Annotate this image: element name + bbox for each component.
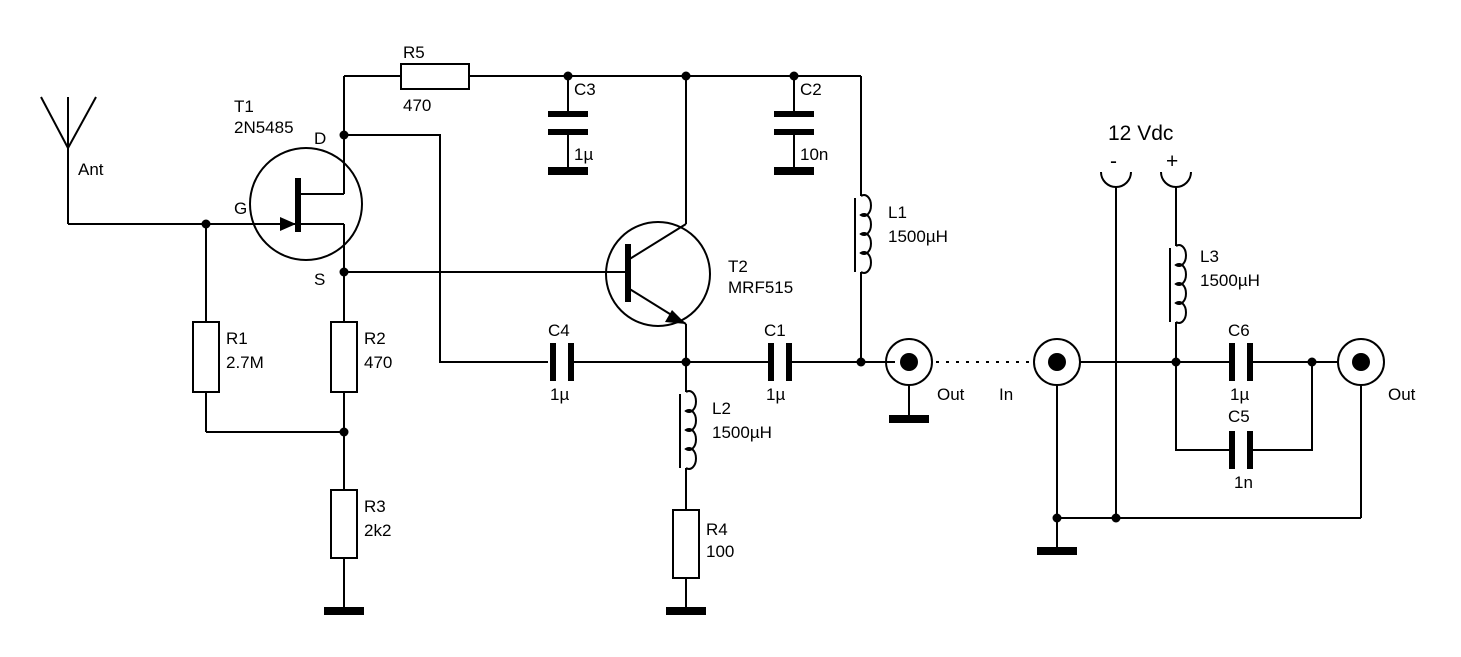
r3-label: R3 <box>364 497 386 516</box>
c1-value: 1µ <box>766 385 785 404</box>
l1-value: 1500µH <box>888 227 948 246</box>
c3-label: C3 <box>574 80 596 99</box>
junction-dot <box>1052 513 1062 523</box>
junction-dot <box>1111 513 1121 523</box>
antenna-label: Ant <box>78 160 104 179</box>
c4-value: 1µ <box>550 385 569 404</box>
r2-label: R2 <box>364 329 386 348</box>
l1-label: L1 <box>888 203 907 222</box>
r4-value: 100 <box>706 542 734 561</box>
c1-label: C1 <box>764 321 786 340</box>
out1-label: Out <box>937 385 965 404</box>
l3-label: L3 <box>1200 247 1219 266</box>
antenna-symbol <box>40 96 97 224</box>
supply-plus-terminal <box>1160 171 1192 246</box>
t1-gate-label: G <box>234 199 247 218</box>
c3-value: 1µ <box>574 145 593 164</box>
inductor-l1 <box>854 194 872 362</box>
c2-value: 10n <box>800 145 828 164</box>
l2-label: L2 <box>712 399 731 418</box>
capacitor-c2 <box>774 76 814 175</box>
t2-part: MRF515 <box>728 278 793 297</box>
output-connector-2 <box>1337 338 1385 518</box>
supply-label: 12 Vdc <box>1108 122 1173 145</box>
c4-label: C4 <box>548 321 570 340</box>
junction-dot <box>339 427 349 437</box>
t2-label: T2 <box>728 257 748 276</box>
inductor-l2 <box>679 362 697 510</box>
capacitor-c1 <box>686 343 895 381</box>
resistor-r3 <box>324 489 364 615</box>
inductor-l3 <box>1169 244 1187 362</box>
r1-value: 2.7M <box>226 353 264 372</box>
resistor-r4 <box>666 509 706 615</box>
r2-value: 470 <box>364 353 392 372</box>
t1-source-label: S <box>314 270 325 289</box>
supply-minus-terminal <box>1100 171 1132 518</box>
supply-minus-label: - <box>1110 150 1117 173</box>
r5-label: R5 <box>403 43 425 62</box>
c5-value: 1n <box>1234 473 1253 492</box>
r5-value: 470 <box>403 96 431 115</box>
jfet-t1 <box>249 135 363 272</box>
capacitor-c5 <box>1175 362 1313 469</box>
transistor-t2 <box>605 76 711 362</box>
c6-value: 1µ <box>1230 385 1249 404</box>
t1-drain-label: D <box>314 129 326 148</box>
supply-plus-label: + <box>1166 150 1178 173</box>
capacitor-c6 <box>1229 343 1338 381</box>
c6-label: C6 <box>1228 321 1250 340</box>
output-connector-1 <box>885 338 933 423</box>
resistor-r5 <box>400 63 470 90</box>
r4-label: R4 <box>706 520 728 539</box>
resistor-r2 <box>330 272 358 490</box>
capacitor-c3 <box>548 76 588 175</box>
t1-label: T1 <box>234 97 254 116</box>
l2-value: 1500µH <box>712 423 772 442</box>
c5-label: C5 <box>1228 407 1250 426</box>
drain-wire <box>344 134 548 363</box>
r1-label: R1 <box>226 329 248 348</box>
capacitor-c4 <box>550 343 686 381</box>
t1-part: 2N5485 <box>234 118 294 137</box>
r3-value: 2k2 <box>364 521 391 540</box>
resistor-r1 <box>192 224 220 432</box>
c2-label: C2 <box>800 80 822 99</box>
in-label: In <box>999 385 1013 404</box>
out2-label: Out <box>1388 385 1416 404</box>
l3-value: 1500µH <box>1200 271 1260 290</box>
